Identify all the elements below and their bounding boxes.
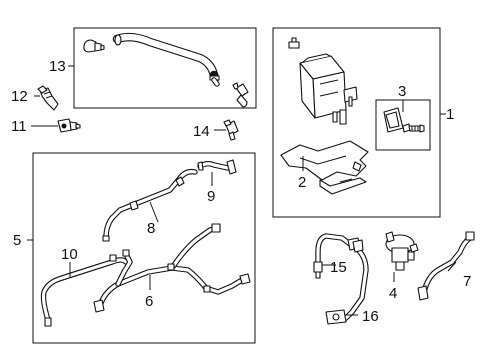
vent-hose-7 bbox=[417, 231, 475, 301]
vapor-line-9 bbox=[197, 159, 237, 175]
callout-14: 14 bbox=[193, 123, 210, 140]
callout-11: 11 bbox=[11, 118, 27, 135]
callout-7: 7 bbox=[463, 273, 471, 290]
group-box-1 bbox=[272, 27, 441, 218]
callout-6: 6 bbox=[145, 293, 153, 310]
callout-13: 13 bbox=[49, 58, 66, 75]
callout-2: 2 bbox=[298, 174, 306, 191]
canister-vent-valve-3 bbox=[383, 107, 425, 133]
canister-clip bbox=[288, 37, 300, 49]
leader-lines bbox=[27, 65, 457, 316]
callout-1: 1 bbox=[446, 106, 454, 123]
callout-3: 3 bbox=[398, 83, 406, 100]
callout-8: 8 bbox=[147, 220, 155, 237]
vapor-tube-16 bbox=[325, 239, 369, 325]
callout-12: 12 bbox=[11, 88, 28, 105]
vapor-hose-assembly bbox=[112, 32, 220, 87]
callout-9: 9 bbox=[207, 188, 215, 205]
callout-5: 5 bbox=[13, 232, 21, 249]
purge-solenoid-4 bbox=[385, 231, 419, 271]
vapor-line-6 bbox=[93, 223, 251, 313]
evap-canister bbox=[299, 53, 358, 125]
quick-connector-11 bbox=[57, 118, 81, 133]
callout-4: 4 bbox=[389, 285, 397, 302]
group-box-5 bbox=[32, 152, 256, 344]
callout-16: 16 bbox=[362, 308, 379, 325]
vapor-line-8 bbox=[102, 168, 198, 242]
hose-elbow-12 bbox=[37, 85, 59, 111]
canister-bracket bbox=[280, 140, 369, 195]
callout-15: 15 bbox=[330, 259, 347, 276]
callout-10: 10 bbox=[61, 246, 78, 263]
fuel-line-10 bbox=[40, 254, 129, 327]
connector-14 bbox=[223, 119, 239, 141]
hose-connector-elbow-right bbox=[232, 82, 249, 108]
group-box-13 bbox=[73, 27, 257, 109]
hose-connector-elbow-left bbox=[83, 39, 105, 53]
